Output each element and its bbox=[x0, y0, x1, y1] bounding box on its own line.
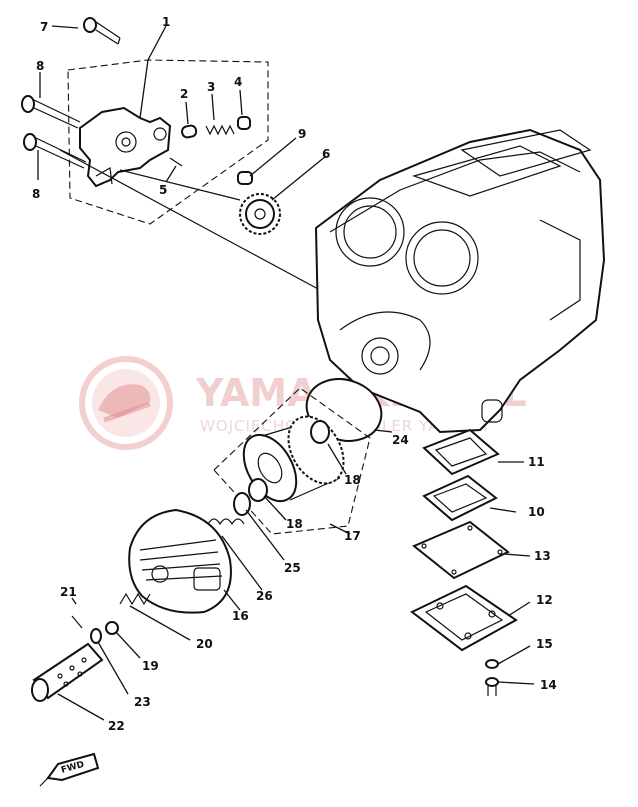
label-part-7: 7 bbox=[40, 20, 48, 34]
label-part-6: 6 bbox=[322, 147, 330, 161]
crankcase bbox=[314, 128, 606, 434]
label-part-17: 17 bbox=[344, 529, 361, 543]
pin-2 bbox=[181, 124, 198, 139]
label-part-10: 10 bbox=[528, 505, 545, 519]
watermark-logo bbox=[79, 356, 173, 450]
label-part-3: 3 bbox=[207, 80, 215, 94]
oil-pump-group bbox=[21, 17, 321, 291]
spring-20 bbox=[119, 592, 151, 606]
o-ring-23 bbox=[90, 628, 102, 644]
label-part-20: 20 bbox=[196, 637, 213, 651]
fwd-arrow: FWD bbox=[39, 752, 100, 787]
gasket-11 bbox=[422, 428, 500, 476]
label-part-8-upper: 8 bbox=[36, 59, 44, 73]
pin-5 bbox=[169, 157, 183, 167]
label-part-4: 4 bbox=[234, 75, 242, 89]
label-part-21: 21 bbox=[60, 585, 77, 599]
gasket-13 bbox=[412, 520, 510, 580]
dowel-9 bbox=[237, 171, 253, 185]
filter-cover-16 bbox=[128, 508, 232, 614]
seal-18-upper bbox=[310, 420, 330, 444]
bolt-8-lower bbox=[23, 133, 87, 169]
cap-4 bbox=[237, 116, 251, 130]
label-part-25: 25 bbox=[284, 561, 301, 575]
label-part-26: 26 bbox=[256, 589, 273, 603]
label-part-19: 19 bbox=[142, 659, 159, 673]
label-part-23: 23 bbox=[134, 695, 151, 709]
label-part-5: 5 bbox=[159, 183, 167, 197]
bolt-7 bbox=[83, 17, 121, 45]
label-part-2: 2 bbox=[180, 87, 188, 101]
leader-lines bbox=[37, 25, 535, 721]
label-part-15: 15 bbox=[536, 637, 553, 651]
label-part-13: 13 bbox=[534, 549, 551, 563]
label-part-18-upper: 18 bbox=[344, 473, 361, 487]
spring-26 bbox=[207, 518, 245, 526]
label-part-11: 11 bbox=[528, 455, 545, 469]
label-part-24: 24 bbox=[392, 433, 409, 447]
label-part-18-lower: 18 bbox=[286, 517, 303, 531]
ball-19 bbox=[105, 621, 119, 635]
label-part-16: 16 bbox=[232, 609, 249, 623]
cover-plate-12 bbox=[410, 584, 518, 652]
label-part-12: 12 bbox=[536, 593, 553, 607]
washer-25 bbox=[233, 492, 251, 516]
seal-18-lower bbox=[248, 478, 268, 502]
gear-6 bbox=[239, 193, 281, 235]
cover-10 bbox=[422, 474, 498, 522]
bolt-14 bbox=[485, 677, 499, 696]
part-labels: 1 2 3 4 5 6 7 8 8 9 10 11 12 13 14 15 16… bbox=[32, 15, 557, 733]
oil-pump-body bbox=[79, 106, 172, 188]
label-part-22: 22 bbox=[108, 719, 125, 733]
pin-21 bbox=[71, 615, 83, 629]
label-part-9: 9 bbox=[298, 127, 306, 141]
label-part-1: 1 bbox=[162, 15, 170, 29]
label-part-14: 14 bbox=[540, 678, 557, 692]
bolt-8-upper bbox=[21, 95, 81, 129]
relief-valve-22 bbox=[31, 642, 104, 702]
oil-filter-group bbox=[207, 387, 371, 535]
label-part-8-lower: 8 bbox=[32, 187, 40, 201]
washer-15 bbox=[485, 659, 499, 669]
spring-3 bbox=[205, 124, 235, 136]
